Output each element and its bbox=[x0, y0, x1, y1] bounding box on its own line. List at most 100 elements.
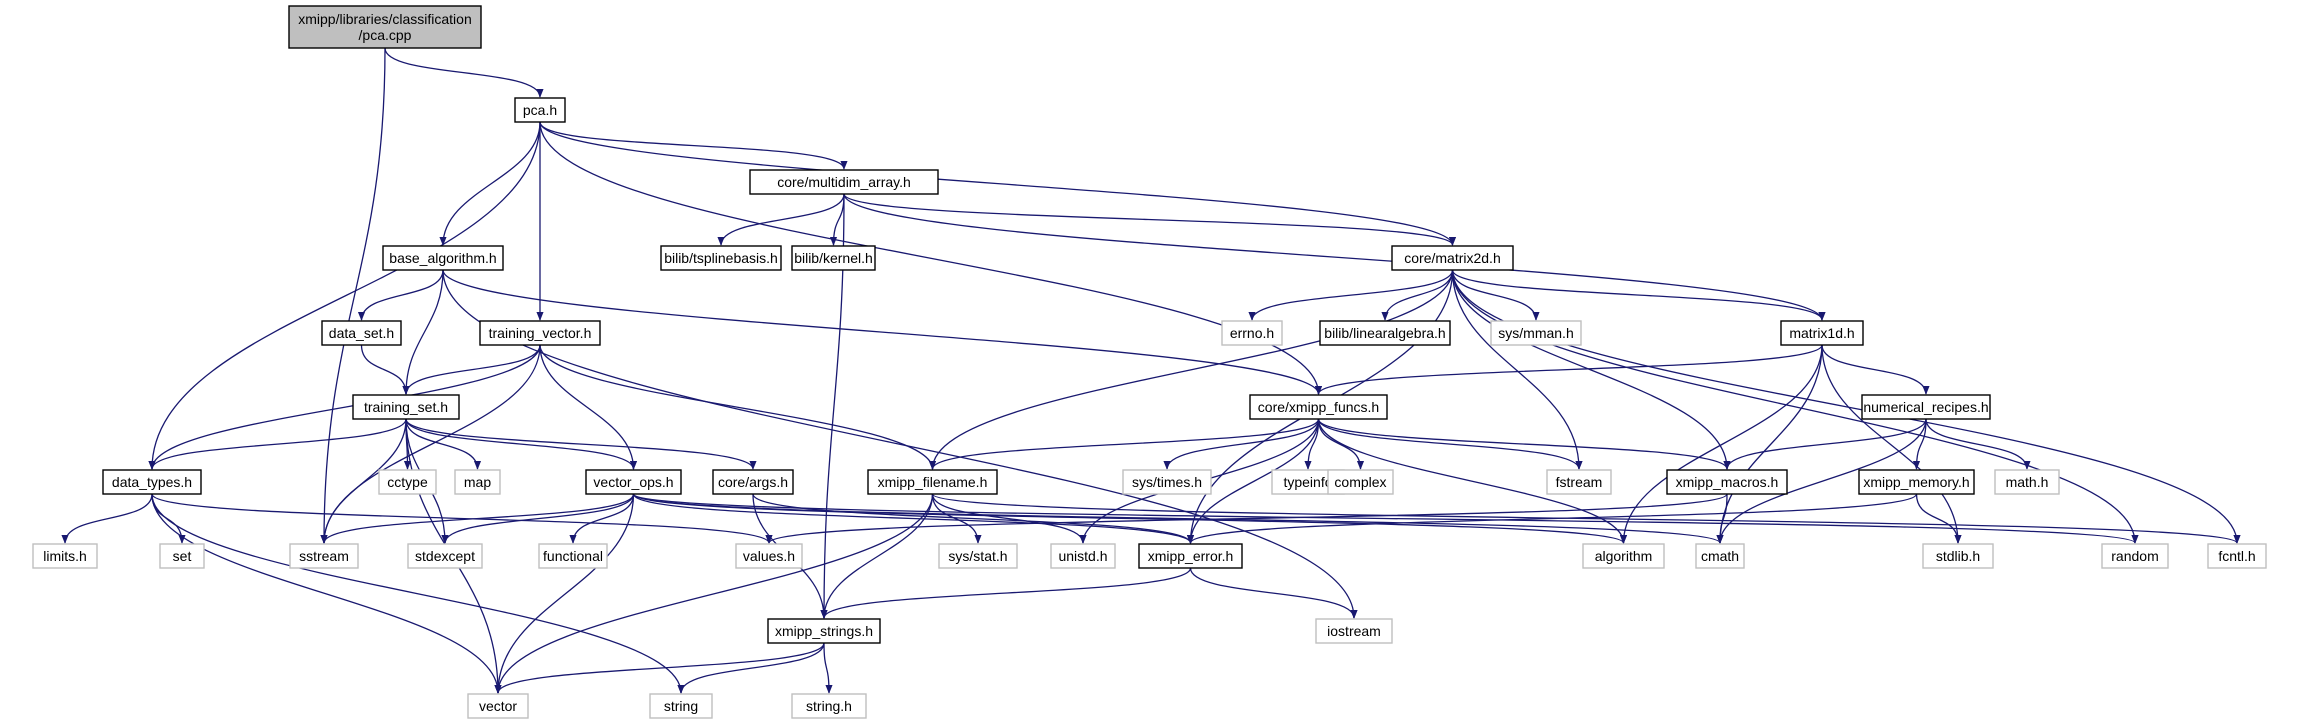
node-base_algorithm[interactable]: base_algorithm.h bbox=[382, 245, 504, 271]
node-label: data_set.h bbox=[329, 325, 394, 341]
node-string_h: string.h bbox=[791, 693, 867, 719]
node-xmipp_funcs[interactable]: core/xmipp_funcs.h bbox=[1249, 394, 1388, 420]
node-box bbox=[712, 469, 794, 495]
node-values_h: values.h bbox=[735, 543, 803, 569]
edge-multidim_array-to-matrix1d bbox=[843, 193, 1826, 321]
node-box bbox=[289, 543, 359, 569]
node-sys_stat: sys/stat.h bbox=[938, 543, 1018, 569]
node-label: sstream bbox=[299, 548, 349, 564]
node-xmipp_error[interactable]: xmipp_error.h bbox=[1138, 543, 1243, 569]
node-box bbox=[1319, 320, 1451, 346]
node-label: unistd.h bbox=[1058, 548, 1107, 564]
node-box bbox=[538, 543, 608, 569]
node-box bbox=[454, 469, 501, 495]
node-label: xmipp_filename.h bbox=[878, 474, 988, 490]
node-label: algorithm bbox=[1595, 548, 1653, 564]
node-box bbox=[1122, 469, 1212, 495]
node-string: string bbox=[649, 693, 713, 719]
node-sys_times: sys/times.h bbox=[1122, 469, 1212, 495]
node-label: training_set.h bbox=[364, 399, 448, 415]
node-box bbox=[1050, 543, 1116, 569]
node-box bbox=[514, 97, 566, 123]
edge-matrix2d-to-errno_h bbox=[1248, 269, 1454, 321]
edge-vector_ops-to-random bbox=[632, 493, 2139, 544]
edge-xmipp_error-to-iostream bbox=[1189, 567, 1358, 619]
node-box bbox=[1138, 543, 1243, 569]
node-tsplinebasis[interactable]: bilib/tsplinebasis.h bbox=[660, 245, 782, 271]
node-data_types[interactable]: data_types.h bbox=[102, 469, 202, 495]
node-vector_ops[interactable]: vector_ops.h bbox=[585, 469, 682, 495]
edge-training_vector-to-xmipp_filename bbox=[539, 344, 937, 470]
node-matrix2d[interactable]: core/matrix2d.h bbox=[1391, 245, 1514, 271]
node-fcntl_h: fcntl.h bbox=[2207, 543, 2267, 569]
edge-matrix2d-to-fstream bbox=[1451, 269, 1583, 470]
edge-xmipp_funcs-to-xmipp_error bbox=[1186, 418, 1320, 544]
node-label: map bbox=[464, 474, 491, 490]
node-label: values.h bbox=[743, 548, 795, 564]
node-box bbox=[938, 543, 1018, 569]
node-label: set bbox=[173, 548, 192, 564]
node-set: set bbox=[159, 543, 205, 569]
edge-numerical_recipes-to-xmipp_macros bbox=[1723, 418, 1927, 470]
node-box bbox=[1327, 469, 1394, 495]
node-training_set[interactable]: training_set.h bbox=[352, 394, 460, 420]
node-algorithm: algorithm bbox=[1582, 543, 1665, 569]
edge-xmipp_funcs-to-fstream bbox=[1317, 418, 1583, 470]
node-cmath: cmath bbox=[1695, 543, 1745, 569]
edge-matrix2d-to-matrix1d bbox=[1451, 269, 1826, 321]
node-box bbox=[1666, 469, 1788, 495]
node-label: string.h bbox=[806, 698, 852, 714]
node-data_set[interactable]: data_set.h bbox=[321, 320, 402, 346]
node-box bbox=[1546, 469, 1612, 495]
node-linearalgebra[interactable]: bilib/linearalgebra.h bbox=[1319, 320, 1451, 346]
edge-matrix1d-to-stdlib_h bbox=[1821, 344, 1962, 544]
node-box bbox=[102, 469, 202, 495]
node-label: xmipp/libraries/classification bbox=[298, 11, 472, 27]
edge-vector_ops-to-stdexcept bbox=[441, 493, 635, 544]
edge-vector_ops-to-cmath bbox=[632, 493, 1724, 544]
node-cctype: cctype bbox=[378, 469, 437, 495]
node-xmipp_memory[interactable]: xmipp_memory.h bbox=[1858, 469, 1975, 495]
node-label: fcntl.h bbox=[2218, 548, 2255, 564]
node-core_args[interactable]: core/args.h bbox=[712, 469, 794, 495]
node-matrix1d[interactable]: matrix1d.h bbox=[1780, 320, 1864, 346]
node-xmipp_macros[interactable]: xmipp_macros.h bbox=[1666, 469, 1788, 495]
edge-xmipp_filename-to-xmipp_strings bbox=[820, 493, 934, 619]
edge-matrix1d-to-xmipp_funcs bbox=[1315, 344, 1823, 395]
node-training_vector[interactable]: training_vector.h bbox=[479, 320, 601, 346]
node-box bbox=[378, 469, 437, 495]
edge-xmipp_filename-to-sys_stat bbox=[931, 493, 982, 544]
node-multidim_array[interactable]: core/multidim_array.h bbox=[749, 169, 939, 195]
edge-xmipp_strings-to-string_h bbox=[823, 642, 833, 694]
node-box bbox=[159, 543, 205, 569]
node-box bbox=[1780, 320, 1864, 346]
node-xmipp_filename[interactable]: xmipp_filename.h bbox=[867, 469, 998, 495]
edge-training_vector-to-data_types bbox=[148, 344, 541, 470]
edge-pca_cpp-to-pca_h bbox=[384, 47, 544, 98]
node-label: core/matrix2d.h bbox=[1404, 250, 1500, 266]
node-label: cctype bbox=[387, 474, 428, 490]
node-box bbox=[479, 320, 601, 346]
node-box bbox=[735, 543, 803, 569]
edge-xmipp_funcs-to-complex bbox=[1317, 418, 1365, 470]
node-kernel[interactable]: bilib/kernel.h bbox=[791, 245, 876, 271]
node-label: data_types.h bbox=[112, 474, 192, 490]
node-pca_h[interactable]: pca.h bbox=[514, 97, 566, 123]
node-label: bilib/tsplinebasis.h bbox=[664, 250, 778, 266]
node-label: sys/times.h bbox=[1132, 474, 1202, 490]
edge-training_set-to-core_args bbox=[405, 418, 757, 470]
node-box bbox=[1582, 543, 1665, 569]
node-label: functional bbox=[543, 548, 603, 564]
node-xmipp_strings[interactable]: xmipp_strings.h bbox=[767, 618, 881, 644]
node-unistd_h: unistd.h bbox=[1050, 543, 1116, 569]
node-label: complex bbox=[1334, 474, 1386, 490]
node-iostream: iostream bbox=[1315, 618, 1393, 644]
edge-multidim_array-to-matrix2d bbox=[843, 193, 1456, 246]
node-box bbox=[791, 245, 876, 271]
node-random: random bbox=[2101, 543, 2169, 569]
node-pca_cpp: xmipp/libraries/classification/pca.cpp bbox=[288, 5, 482, 49]
node-numerical_recipes[interactable]: numerical_recipes.h bbox=[1861, 394, 1991, 420]
node-label: limits.h bbox=[43, 548, 87, 564]
node-box bbox=[467, 693, 529, 719]
